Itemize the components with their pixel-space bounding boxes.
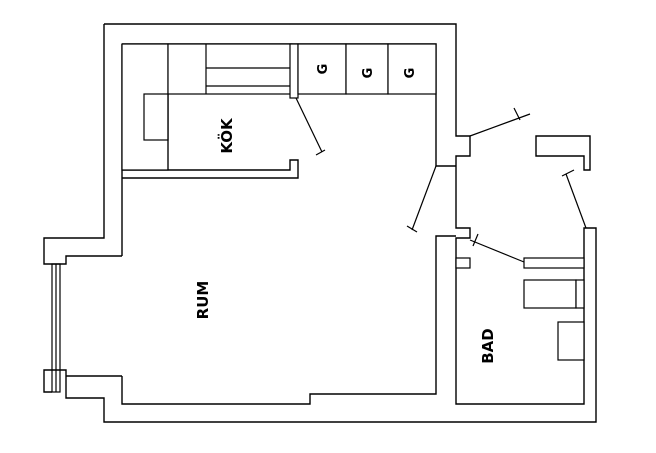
kitchen-door-tick <box>315 149 326 156</box>
bathroom-door <box>469 239 525 263</box>
entrance-door-tick <box>513 107 521 121</box>
room-label-kitchen: KÖK <box>217 117 236 154</box>
cabinet-label-2: G <box>361 68 376 79</box>
bathroom-shelf <box>523 257 585 269</box>
outer-wall-left <box>43 24 122 265</box>
room-label-living: RUM <box>194 281 212 320</box>
cabinet-3 <box>387 43 437 95</box>
cabinet-2 <box>345 43 389 95</box>
room-label-bathroom: BAD <box>479 328 497 364</box>
cabinet-label-3: G <box>403 68 418 79</box>
washbasin <box>523 279 577 309</box>
bathroom-door-tick <box>472 233 479 247</box>
cabinet-1 <box>297 43 347 95</box>
hall-door-tick <box>561 169 575 177</box>
entrance-door <box>469 113 531 137</box>
outer-wall <box>43 23 597 423</box>
kitchen-partition <box>122 159 299 179</box>
inner-wall-bottom <box>121 235 456 405</box>
toilet <box>557 321 585 361</box>
sink <box>143 93 169 141</box>
hall-door <box>565 173 587 229</box>
kitchen-door <box>295 97 323 153</box>
cabinet-strip <box>289 43 299 99</box>
washbasin-edge <box>575 279 585 309</box>
main-door-tick <box>406 225 418 233</box>
cabinet-label-1: G <box>316 64 331 75</box>
bathroom-stub <box>455 257 471 269</box>
hall-closet <box>535 135 591 171</box>
main-door <box>411 165 437 231</box>
